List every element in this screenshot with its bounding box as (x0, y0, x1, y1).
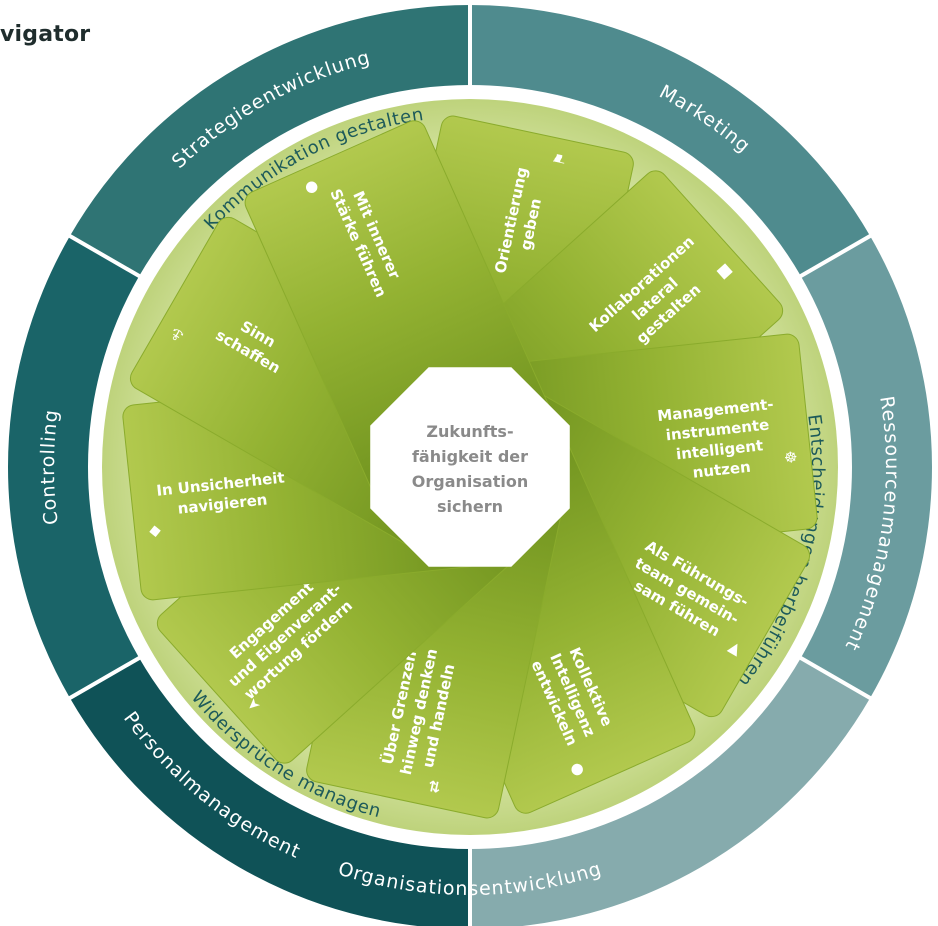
hub-label: Organisation (412, 472, 528, 491)
ring-divider (798, 655, 873, 701)
hub-label: sichern (437, 497, 503, 516)
ring-divider (67, 655, 142, 701)
ship-wheel-icon: ☸ (783, 448, 798, 467)
ring-label: Controlling (37, 408, 63, 526)
hub-label: fähigkeit der (412, 447, 528, 466)
card-label: nutzen (692, 458, 752, 482)
ring-divider (798, 233, 873, 279)
compass-icon: ◆ (148, 523, 162, 542)
ring-segment (69, 5, 470, 276)
ring-segment (470, 5, 871, 276)
ring-segment (800, 236, 932, 698)
page-title: vigator (0, 22, 91, 47)
ring-divider (67, 233, 142, 279)
outer-ring (7, 3, 932, 926)
ring-segment (69, 658, 470, 926)
hub-label: Zukunfts- (426, 422, 513, 441)
ring-segment (7, 236, 140, 698)
signpost-icon: ⚑ (550, 151, 570, 168)
hub-shape (370, 367, 570, 567)
ring-segment (470, 658, 871, 926)
arrows-exchange-icon: ⇄ (425, 779, 445, 795)
